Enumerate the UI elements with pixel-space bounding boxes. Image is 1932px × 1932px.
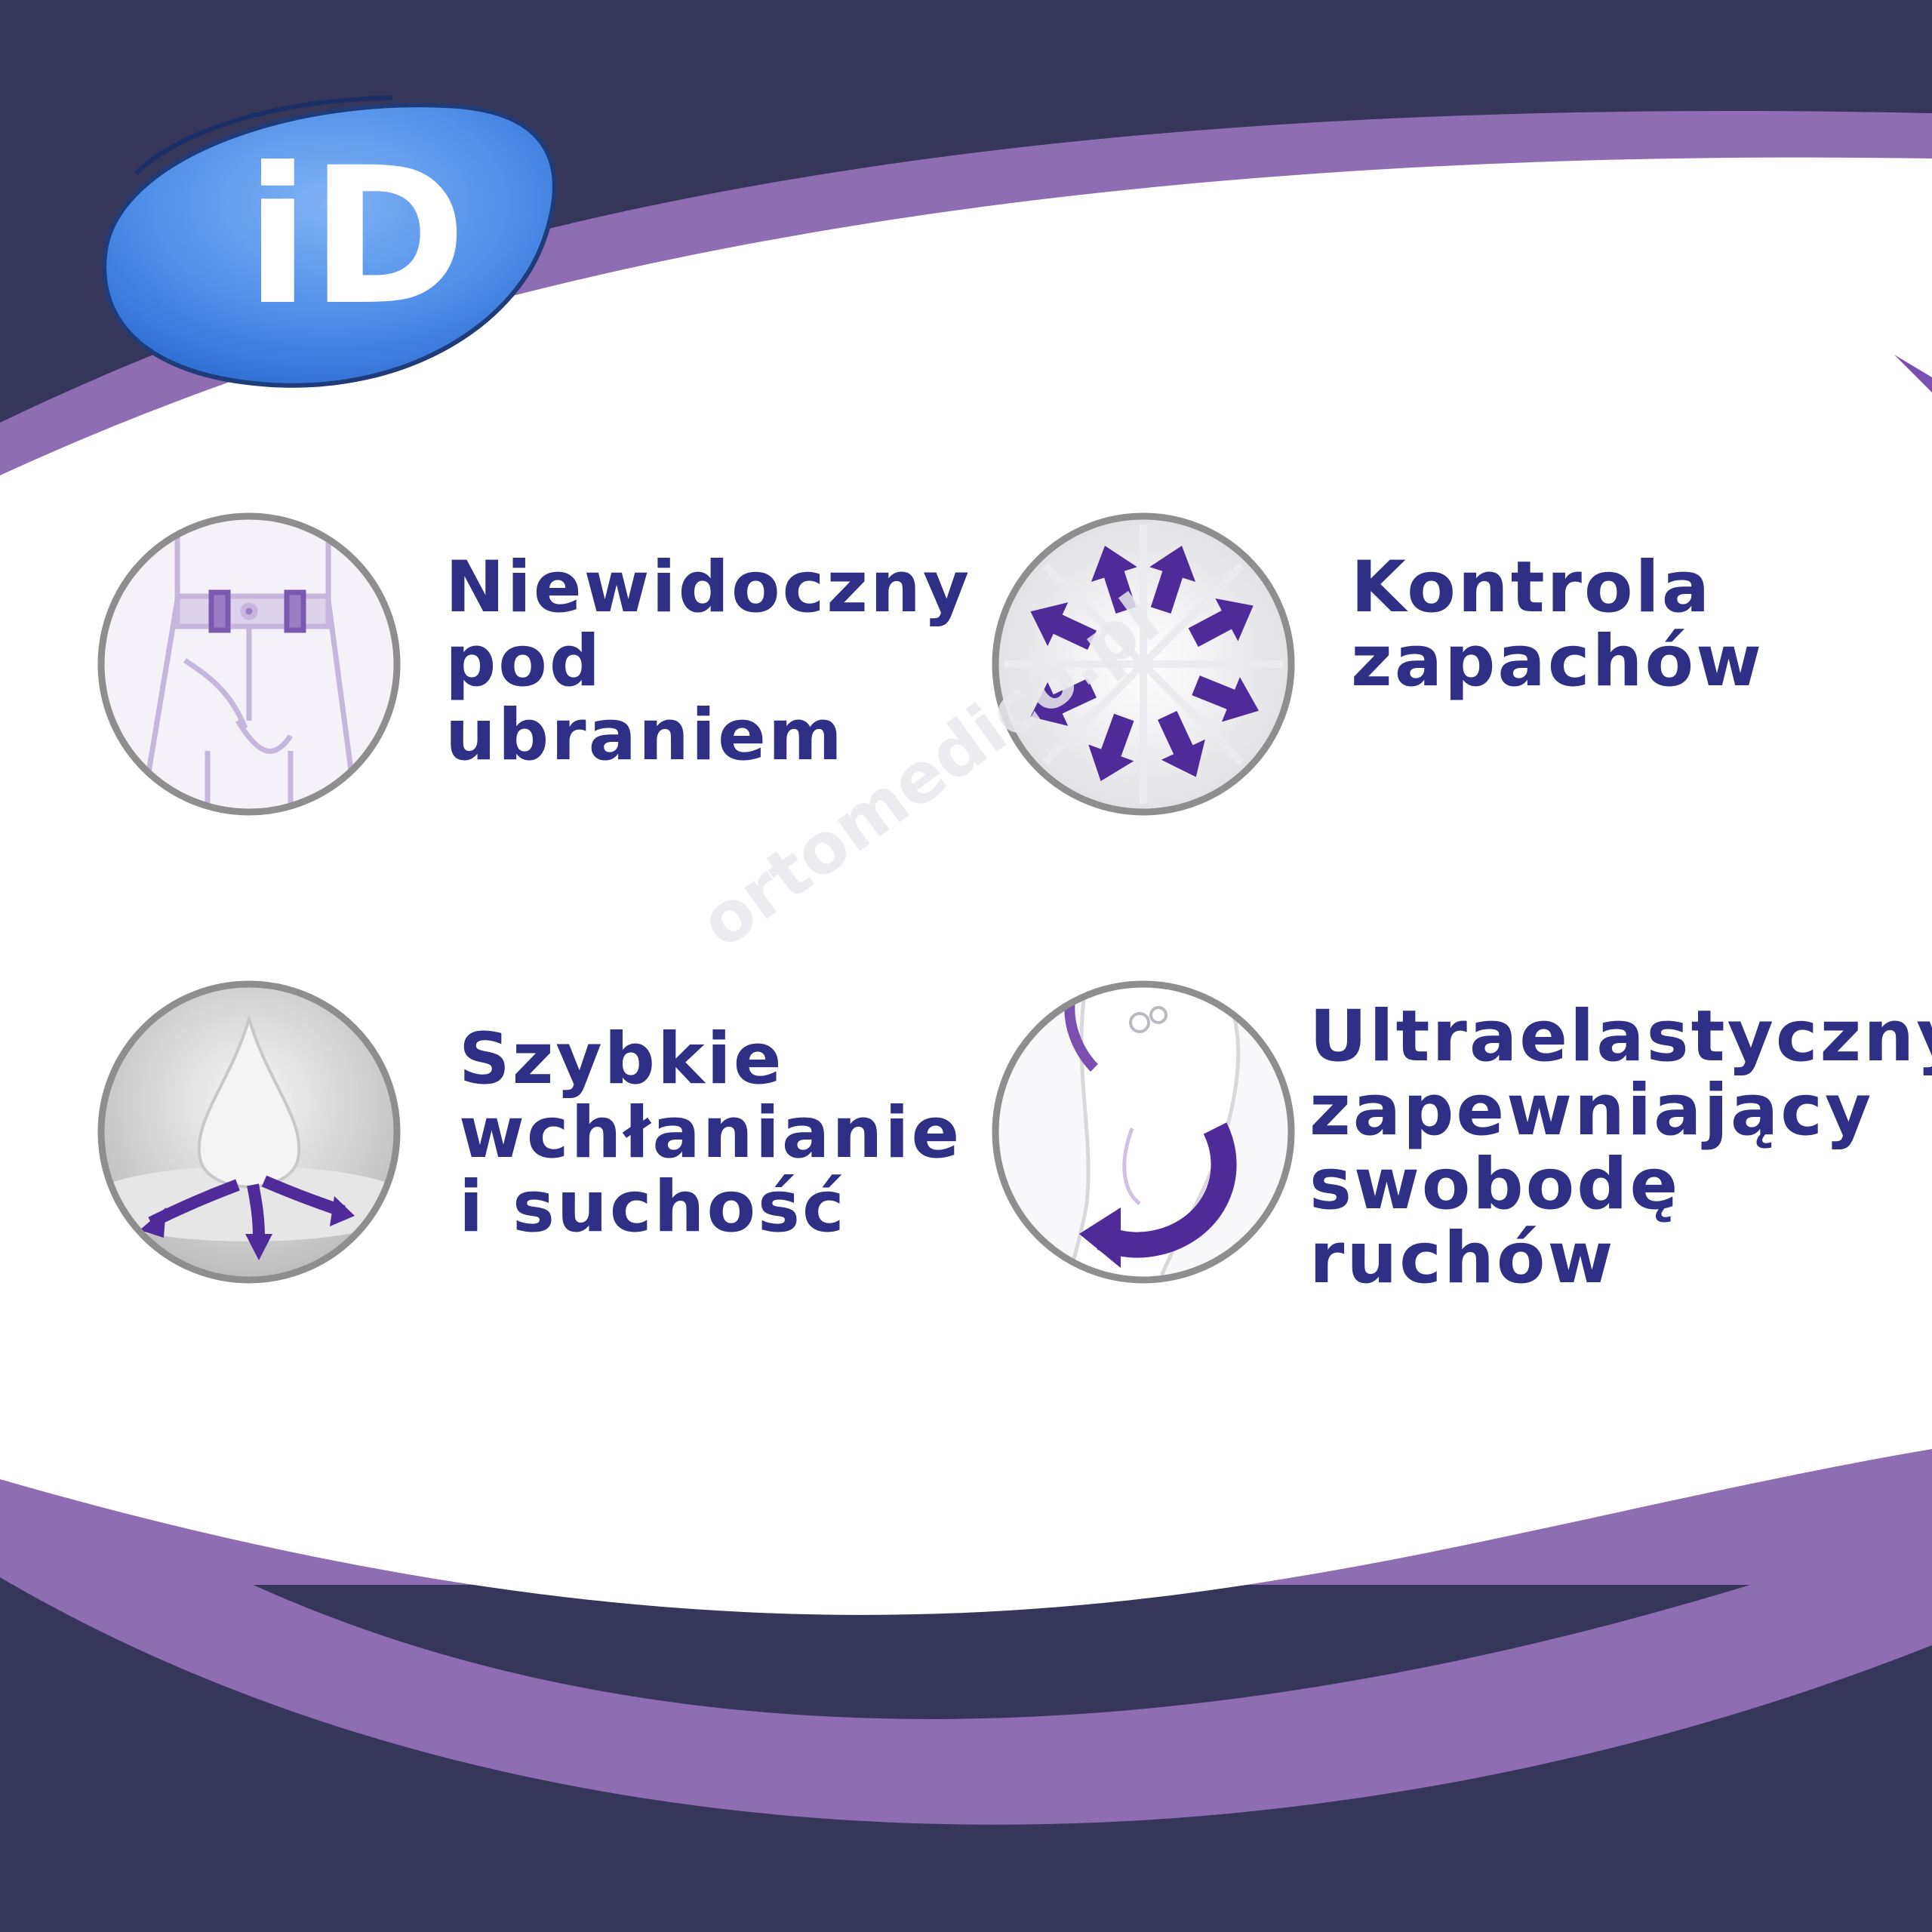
feature-label: Kontrola zapachów xyxy=(1351,546,1764,703)
logo-text: iD xyxy=(245,127,466,346)
feature-label: Niewidoczny pod ubraniem xyxy=(445,546,972,777)
clothing-pants-icon xyxy=(97,512,401,816)
feature-label: Szybkie wchłanianie i suchość xyxy=(459,1018,962,1248)
odor-control-arrows-icon xyxy=(992,512,1295,816)
feature-label: Ultraelastyczny, zapewniający swobodę ru… xyxy=(1309,995,1932,1300)
absorption-drop-icon xyxy=(97,980,401,1284)
brand-logo: iD xyxy=(102,96,557,388)
elastic-pad-icon xyxy=(992,980,1295,1284)
